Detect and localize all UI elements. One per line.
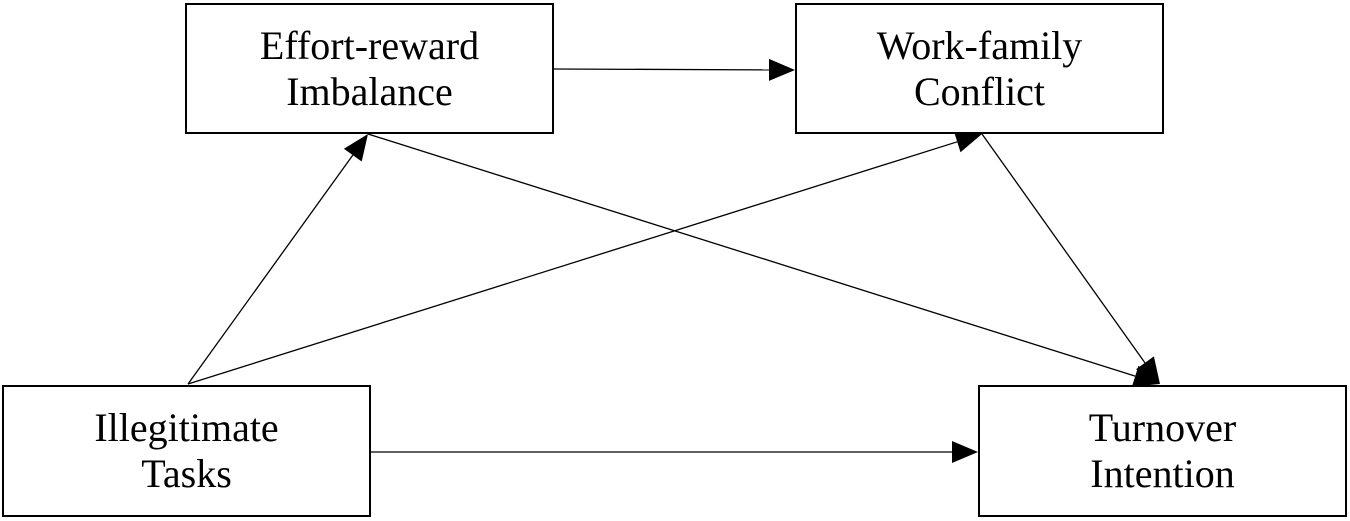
edge-illegitimate-tasks-to-work-family-conflict <box>187 141 958 385</box>
work-family-conflict-node: Work-family Conflict <box>795 3 1164 134</box>
turnover-intention-node: Turnover Intention <box>978 385 1347 517</box>
turnover-intention-label-line1: Turnover <box>1088 405 1237 450</box>
arrowhead-work-family-conflict-to-turnover-intention <box>1136 356 1160 384</box>
illegitimate-tasks-label-line2: Tasks <box>141 451 232 496</box>
effort-reward-imbalance-node: Effort-reward Imbalance <box>185 3 554 134</box>
arrowhead-effort-reward-imbalance-to-work-family-conflict <box>769 58 795 81</box>
illegitimate-tasks-label-line1: Illegitimate <box>94 405 279 450</box>
work-family-conflict-label-line2: Conflict <box>913 68 1046 114</box>
edge-effort-reward-imbalance-to-work-family-conflict <box>553 68 770 71</box>
edge-work-family-conflict-to-turnover-intention <box>981 133 1146 364</box>
work-family-conflict-label-line1: Work-family <box>876 22 1083 68</box>
effort-reward-imbalance-label-line2: Imbalance <box>286 68 453 114</box>
edge-illegitimate-tasks-to-effort-reward-imbalance <box>187 154 354 385</box>
arrowhead-illegitimate-tasks-to-effort-reward-imbalance <box>343 134 368 162</box>
arrowhead-illegitimate-tasks-to-turnover-intention <box>952 441 978 463</box>
illegitimate-tasks-node: Illegitimate Tasks <box>2 385 371 517</box>
edge-effort-reward-imbalance-to-turnover-intention <box>367 133 1136 377</box>
turnover-intention-label-line2: Intention <box>1090 451 1235 496</box>
arrowhead-illegitimate-tasks-to-work-family-conflict <box>953 131 982 153</box>
effort-reward-imbalance-label-line1: Effort-reward <box>259 22 480 68</box>
